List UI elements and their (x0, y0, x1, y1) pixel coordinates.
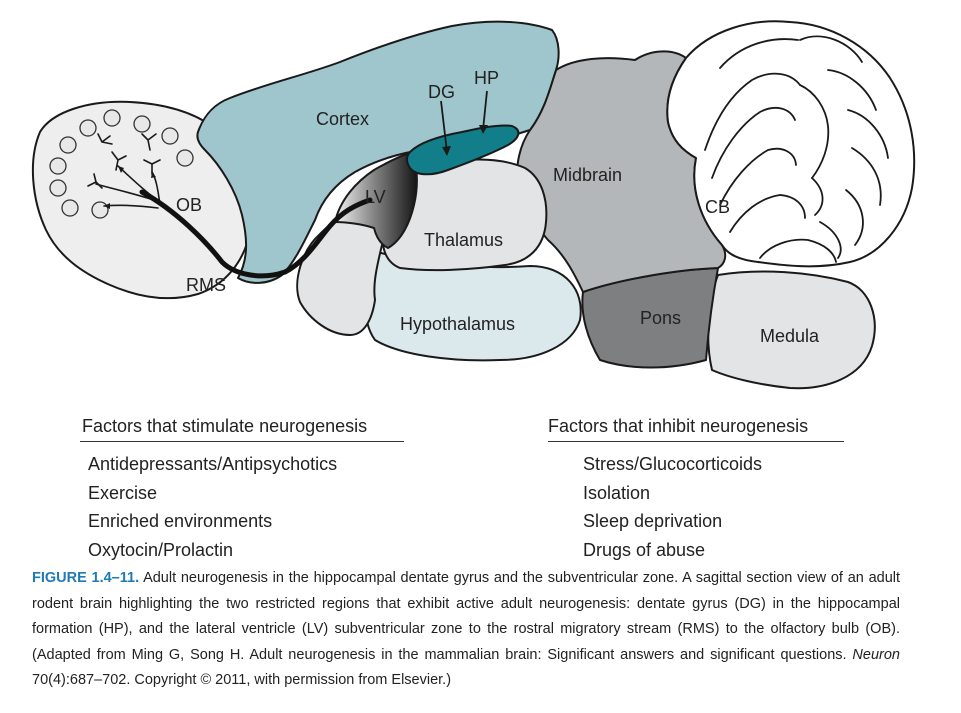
stimulate-list: Antidepressants/Antipsychotics Exercise … (80, 450, 404, 564)
label-cb: CB (705, 197, 730, 217)
list-item: Oxytocin/Prolactin (88, 539, 234, 560)
olfactory-bulb-region (31, 100, 254, 300)
stimulate-heading: Factors that stimulate neurogenesis (80, 416, 404, 442)
label-hp: HP (474, 68, 499, 88)
cerebellum-region (666, 20, 916, 268)
list-item: Antidepressants/Antipsychotics (88, 454, 338, 474)
list-item: Isolation (583, 482, 651, 503)
label-midbrain: Midbrain (553, 165, 622, 185)
list-item: Sleep deprivation (583, 511, 723, 531)
brain-sagittal-diagram: Cortex DG HP LV OB RMS Thalamus Hypothal… (31, 20, 916, 390)
caption-citation: 70(4):687–702. Copyright © 2011, with pe… (32, 672, 452, 688)
lateral-ventricle-region (334, 151, 418, 249)
label-thalamus: Thalamus (424, 230, 503, 250)
inhibit-list: Stress/Glucocorticoids Isolation Sleep d… (548, 450, 844, 564)
label-hypothalamus: Hypothalamus (400, 314, 515, 334)
list-item: Enriched environments (88, 511, 273, 531)
label-rms: RMS (186, 275, 226, 295)
caption-text: Adult neurogenesis in the hippocampal de… (32, 570, 901, 663)
list-item: Drugs of abuse (583, 539, 706, 560)
figure-caption: FIGURE 1.4–11. Adult neurogenesis in the… (32, 566, 900, 694)
stimulate-factors-column: Factors that stimulate neurogenesis Anti… (80, 416, 404, 564)
rms-stream (139, 189, 373, 279)
caption-journal: Neuron (852, 646, 900, 663)
inhibit-heading: Factors that inhibit neurogenesis (548, 416, 844, 442)
label-ob: OB (176, 195, 202, 215)
label-pons: Pons (640, 308, 681, 328)
label-cortex: Cortex (316, 109, 369, 129)
label-dg: DG (428, 82, 455, 102)
list-item: Exercise (88, 482, 158, 503)
label-medula: Medula (760, 326, 820, 346)
label-lv: LV (365, 187, 386, 207)
hippocampus-region (406, 124, 520, 176)
list-item: Stress/Glucocorticoids (583, 454, 763, 474)
figure-label: FIGURE 1.4–11. (32, 570, 140, 586)
medula-region (707, 270, 876, 390)
inhibit-factors-column: Factors that inhibit neurogenesis Stress… (548, 416, 844, 564)
